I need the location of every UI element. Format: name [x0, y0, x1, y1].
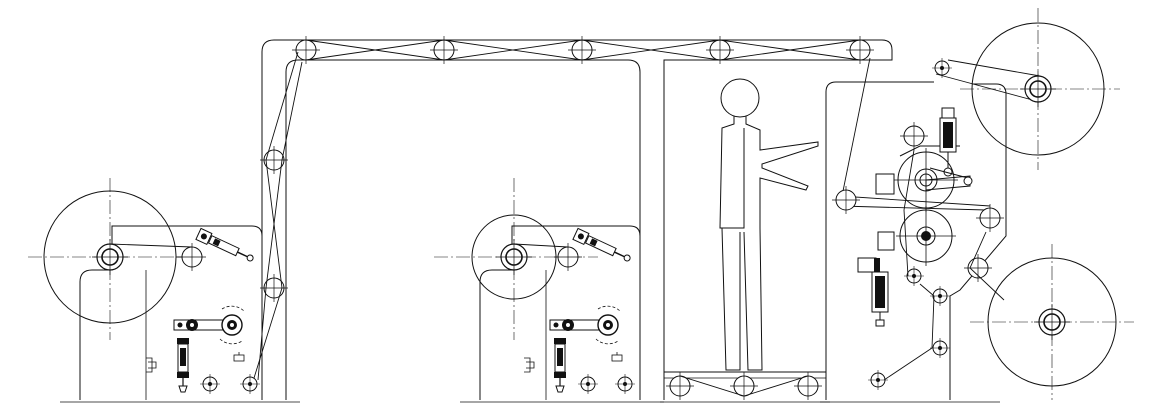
- guide-roller-icon: [931, 57, 953, 79]
- overhead-web-path: [253, 35, 893, 400]
- guide-roller-icon: [177, 242, 207, 272]
- guide-roller-icon: [553, 242, 583, 272]
- rewind-roll-icon: [960, 8, 1120, 170]
- rewind-roll-icon: [970, 244, 1134, 400]
- guide-roller-icon: [259, 273, 289, 303]
- guide-roller-icon: [929, 285, 951, 307]
- left-unwind-station: [28, 178, 300, 403]
- guide-roller-icon: [903, 265, 925, 287]
- guide-roller-icon: [929, 337, 951, 359]
- nip-roller-icon: [875, 145, 960, 212]
- guide-roller-icon: [963, 253, 993, 283]
- operator-figure-icon: [719, 78, 819, 371]
- guide-roller-icon: [867, 369, 889, 391]
- guide-roller-icon: [199, 373, 221, 395]
- pneumatic-cylinder-icon: [857, 257, 889, 327]
- pneumatic-cylinder-icon: [929, 107, 969, 179]
- pneumatic-cylinder-icon: [195, 227, 257, 266]
- operator-platform: [660, 371, 830, 403]
- pneumatic-cylinder-icon: [572, 227, 634, 266]
- pneumatic-cylinder-icon: [553, 337, 567, 393]
- guide-roller-icon: [831, 185, 861, 215]
- guide-roller-icon: [975, 203, 1005, 233]
- guide-roller-icon: [614, 373, 636, 395]
- nip-roller-icon: [877, 206, 956, 266]
- unwind-roll-icon: [28, 178, 195, 340]
- pneumatic-cylinder-icon: [176, 337, 190, 393]
- lamination-station: [820, 57, 1041, 403]
- guide-roller-icon: [239, 373, 261, 395]
- guide-roller-icon: [577, 373, 599, 395]
- middle-unwind-station: [434, 178, 664, 403]
